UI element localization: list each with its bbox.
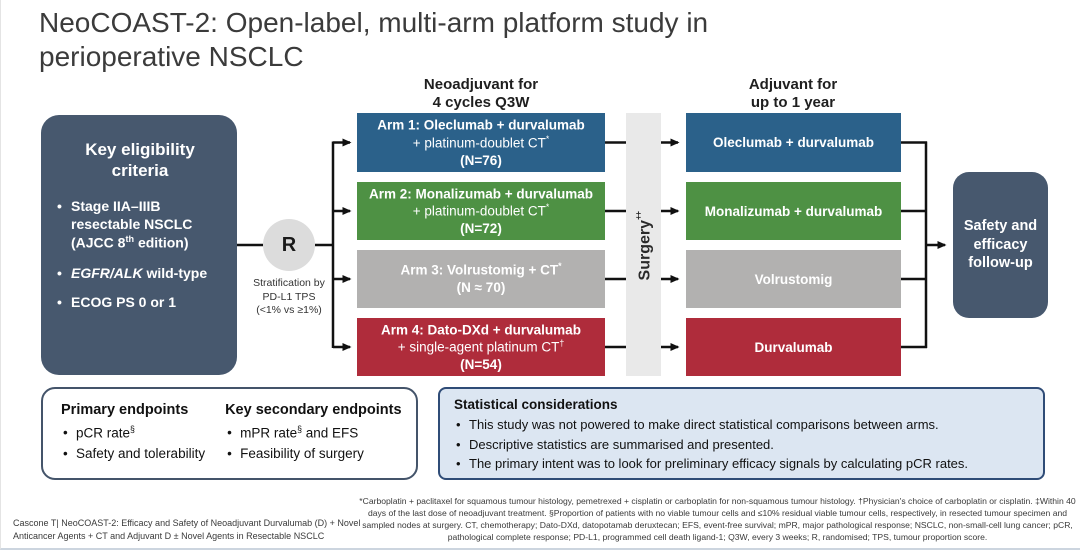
randomisation-node: R [263, 219, 315, 271]
adjuvant-arm-3-box: Volrustomig [686, 250, 901, 308]
primary-endpoints-title: Primary endpoints [61, 402, 189, 418]
primary-endpoint-safety: Safety and tolerability [61, 444, 205, 465]
citation-text: Cascone T| NeoCOAST-2: Efficacy and Safe… [13, 518, 361, 541]
adjuvant-arm-1-box: Oleclumab + durvalumab [686, 113, 901, 172]
surgery-bar: Surgery‡ [626, 113, 661, 376]
primary-endpoint-pcr: pCR rate§ [61, 423, 205, 444]
eligibility-item-stage: Stage IIA–IIIB resectable NSCLC (AJCC 8t… [57, 197, 223, 253]
arm-1-title: Arm 1: Oleclumab + durvalumab [377, 117, 585, 133]
arm-4-regimen: + single-agent platinum CT† [397, 338, 565, 355]
arm-2-box: Arm 2: Monalizumab + durvalumab + platin… [357, 182, 605, 240]
secondary-endpoints-title: Key secondary endpoints [225, 402, 402, 418]
arm-4-title: Arm 4: Dato-DXd + durvalumab [381, 322, 581, 338]
eligibility-list: Stage IIA–IIIB resectable NSCLC (AJCC 8t… [57, 197, 223, 312]
primary-endpoints-list: pCR rate§ Safety and tolerability [61, 423, 205, 464]
secondary-endpoint-mpr: mPR rate§ and EFS [225, 423, 401, 444]
eligibility-item-ecog: ECOG PS 0 or 1 [57, 293, 223, 312]
statistical-considerations-title: Statistical considerations [454, 397, 618, 412]
arm-4-box: Arm 4: Dato-DXd + durvalumab + single-ag… [357, 318, 605, 376]
arm-3-box: Arm 3: Volrustomig + CT* (N ≈ 70) [357, 250, 605, 308]
eligibility-criteria-box: Key eligibility criteria Stage IIA–IIIB … [41, 115, 237, 375]
footnotes-text: *Carboplatin + paclitaxel for squamous t… [359, 496, 1076, 543]
endpoints-box: Primary endpoints pCR rate§ Safety and t… [41, 387, 418, 480]
arm-1-n: (N=76) [460, 152, 502, 168]
arm-1-regimen: + platinum-doublet CT* [412, 133, 550, 151]
arm-3-title: Arm 3: Volrustomig + CT* [400, 261, 562, 278]
arm-2-n: (N=72) [460, 221, 502, 237]
surgery-label: Surgery‡ [632, 208, 654, 281]
page-title: NeoCOAST-2: Open-label, multi-arm platfo… [39, 6, 839, 74]
arm-1-box: Arm 1: Oleclumab + durvalumab + platinum… [357, 113, 605, 172]
arm-3-n: (N ≈ 70) [456, 280, 506, 296]
secondary-endpoints-list: mPR rate§ and EFS Feasibility of surgery [225, 423, 401, 464]
adjuvant-phase-header: Adjuvant for up to 1 year [748, 76, 838, 111]
arm-4-n: (N=54) [460, 357, 502, 373]
statistical-considerations-box: Statistical considerations This study wa… [438, 387, 1045, 480]
secondary-endpoint-surgery: Feasibility of surgery [225, 444, 401, 465]
eligibility-title: Key eligibility criteria [85, 140, 195, 181]
arm-2-title: Arm 2: Monalizumab + durvalumab [369, 186, 593, 202]
stats-bullet-2: Descriptive statistics are summarised an… [454, 435, 1029, 455]
follow-up-box: Safety and efficacy follow-up [953, 172, 1048, 318]
stratification-note: Stratification by PD-L1 TPS (<1% vs ≥1%) [253, 277, 325, 317]
neoadjuvant-phase-header: Neoadjuvant for 4 cycles Q3W [423, 76, 539, 111]
adjuvant-arm-4-box: Durvalumab [686, 318, 901, 376]
stats-bullet-1: This study was not powered to make direc… [454, 415, 1029, 435]
statistical-considerations-list: This study was not powered to make direc… [454, 415, 1029, 474]
randomisation-label: R [281, 233, 297, 256]
adjuvant-arm-2-box: Monalizumab + durvalumab [686, 182, 901, 240]
secondary-endpoints-column: Key secondary endpoints mPR rate§ and EF… [225, 402, 401, 478]
page-title-line2: perioperative NSCLC [39, 41, 304, 73]
eligibility-item-wildtype: EGFR/ALK wild-type [57, 264, 223, 283]
stats-bullet-3: The primary intent was to look for preli… [454, 454, 1029, 474]
page-title-line1: NeoCOAST-2: Open-label, multi-arm platfo… [39, 7, 709, 38]
primary-endpoints-column: Primary endpoints pCR rate§ Safety and t… [61, 402, 205, 478]
arm-2-regimen: + platinum-doublet CT* [412, 202, 550, 219]
